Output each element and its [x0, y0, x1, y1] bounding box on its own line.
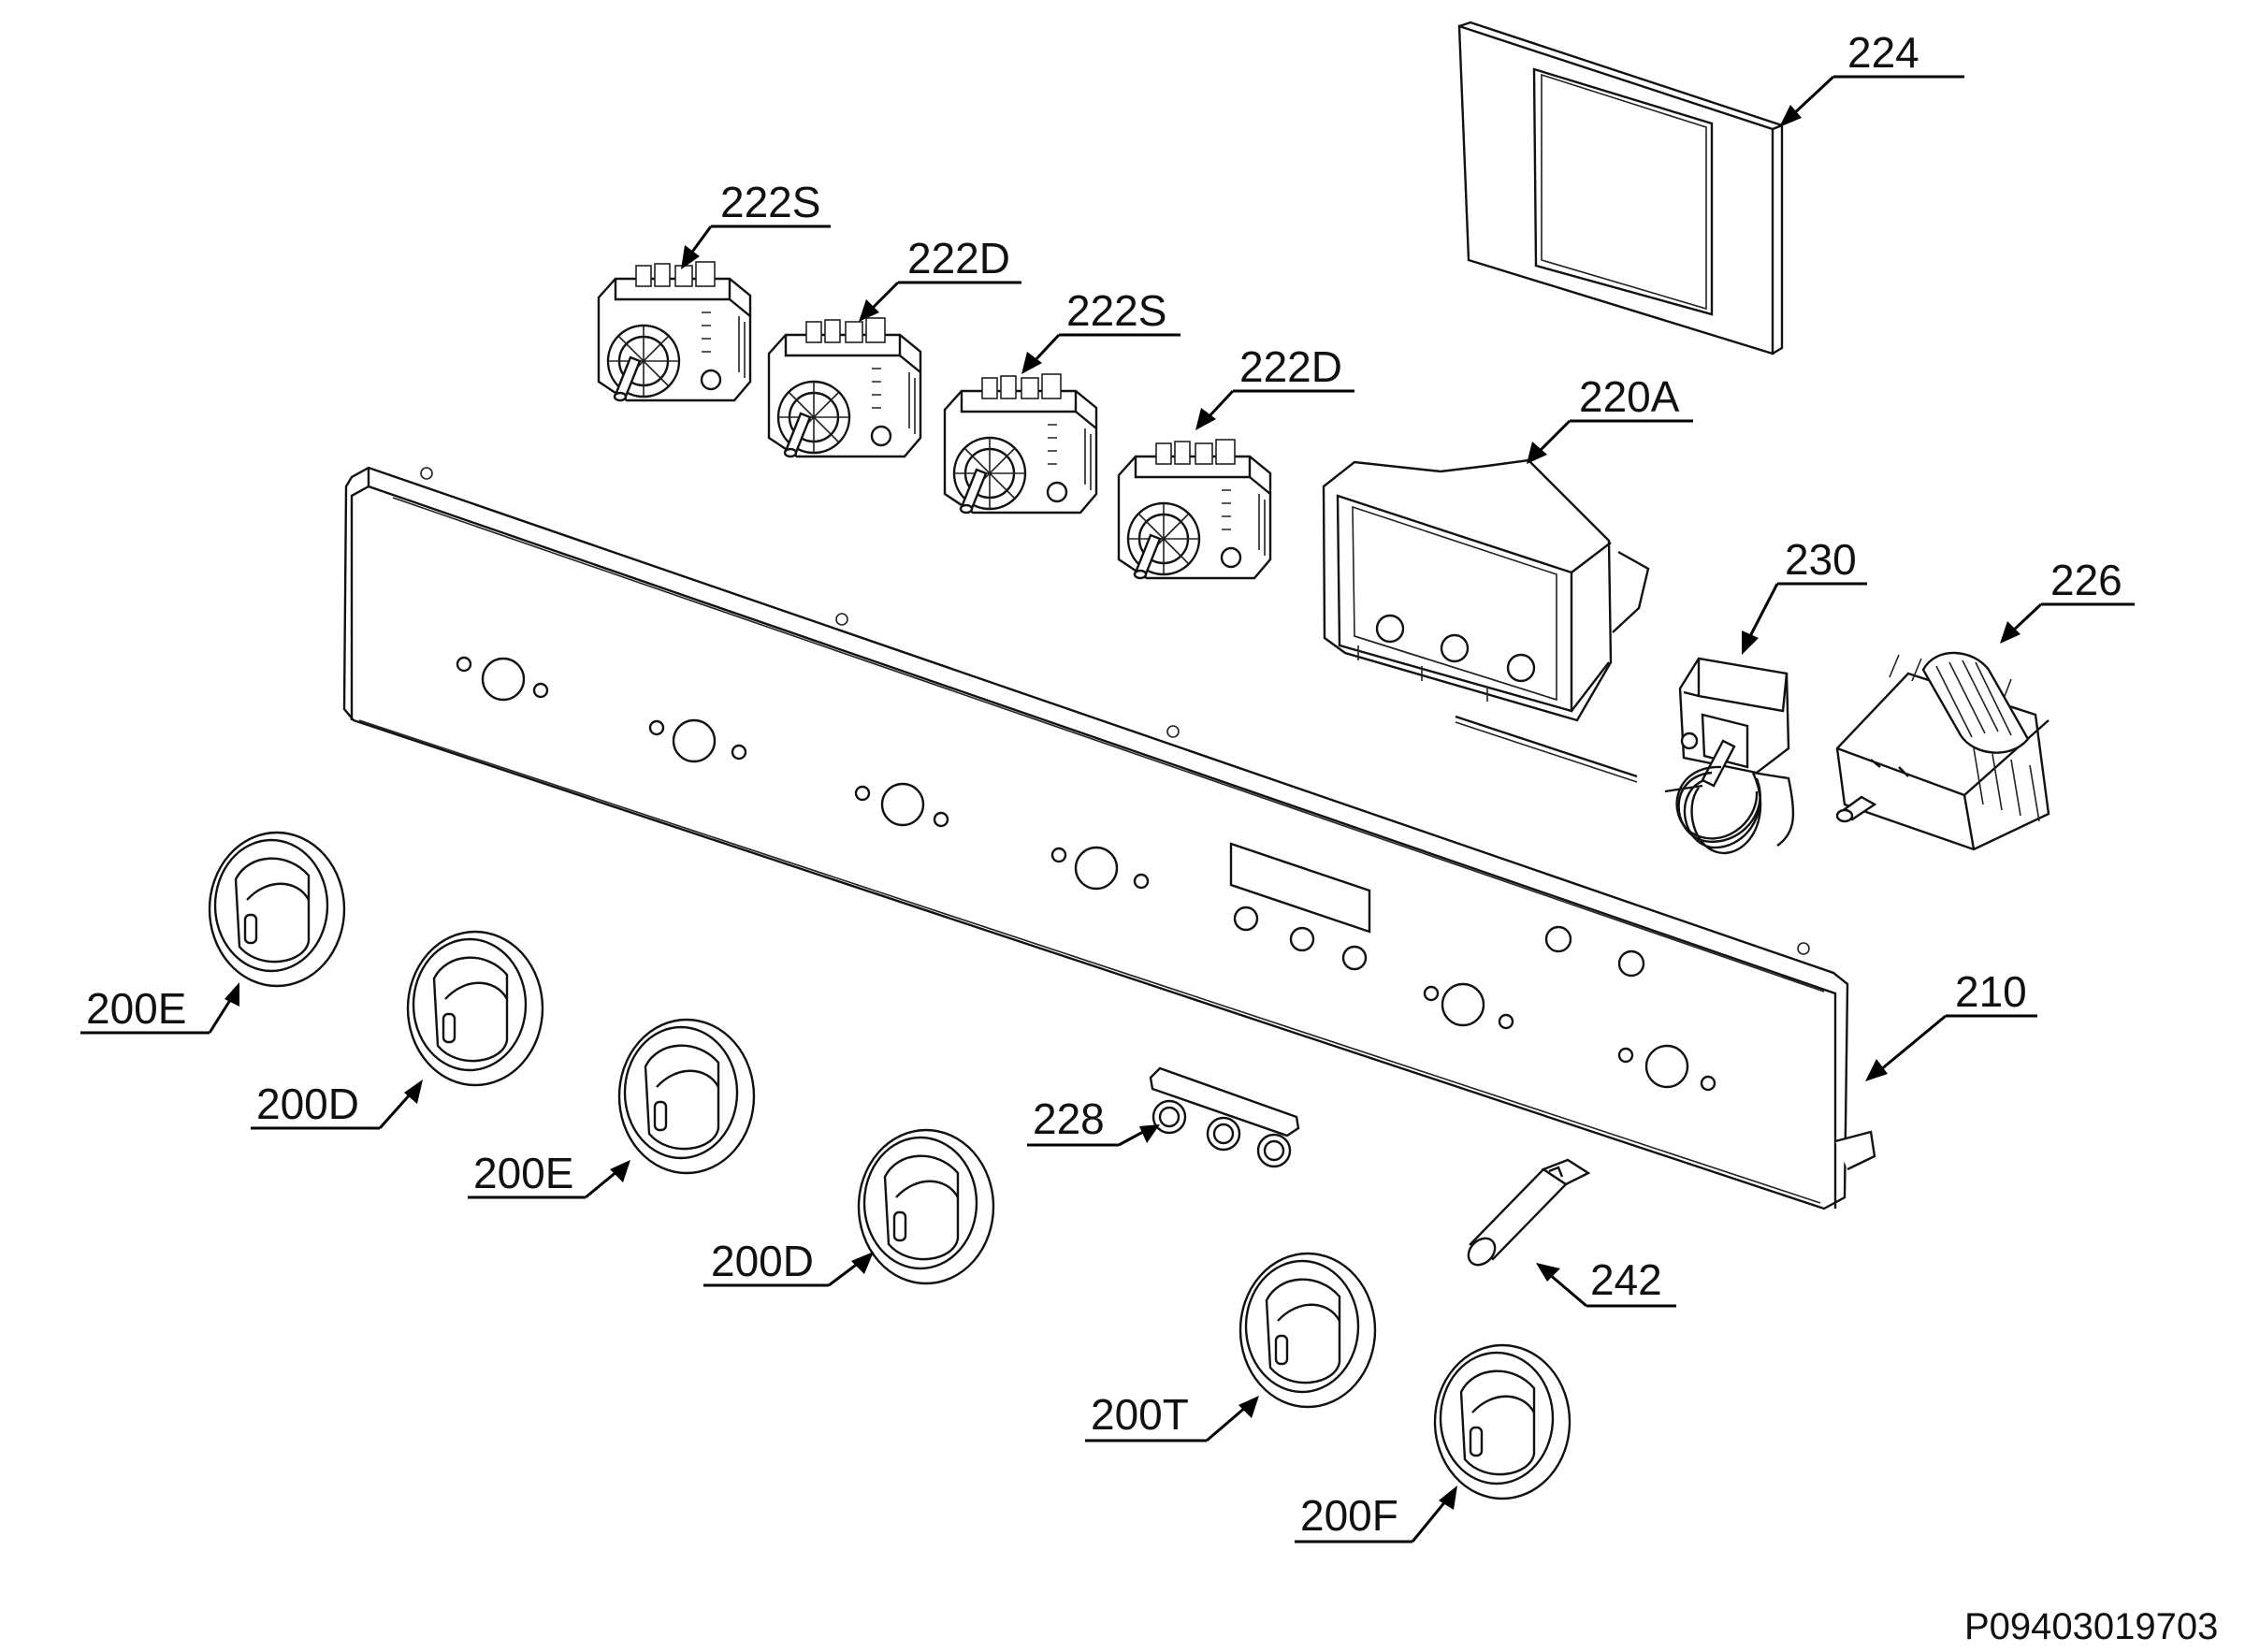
callout-200e-1: 200E — [80, 982, 239, 1035]
part-222s-switch-2 — [943, 372, 1098, 514]
part-200d-knob-2 — [857, 1128, 995, 1285]
callout-200f: 200F — [1295, 1485, 1457, 1543]
callout-200f-label: 200F — [1300, 1491, 1398, 1540]
callout-200t-label: 200T — [1091, 1390, 1189, 1439]
callout-200d-1: 200D — [251, 1080, 423, 1130]
callout-210: 210 — [1865, 967, 2037, 1081]
callout-228: 228 — [1027, 1094, 1160, 1147]
callout-222d-2: 222D — [1195, 342, 1354, 430]
callout-222s-2-label: 222S — [1066, 286, 1166, 335]
callout-222d-1-label: 222D — [907, 234, 1010, 283]
part-222d-switch-1 — [767, 316, 922, 458]
part-200e-knob-2 — [617, 1018, 756, 1175]
callout-226-label: 226 — [2050, 556, 2122, 604]
part-220a-display-housing — [1322, 458, 1650, 783]
callout-210-label: 210 — [1955, 967, 2027, 1016]
callout-242-label: 242 — [1590, 1255, 1662, 1304]
callout-222s-2: 222S — [1021, 286, 1180, 374]
callout-200d-2-label: 200D — [711, 1237, 814, 1285]
part-222s-switch-1 — [597, 260, 752, 402]
part-210-control-panel — [342, 466, 1876, 1210]
part-200d-knob-1 — [406, 930, 544, 1087]
callout-200d-1-label: 200D — [256, 1080, 359, 1128]
part-228-push-buttons — [1149, 1066, 1300, 1168]
callout-222s-1: 222S — [681, 178, 831, 269]
part-242-sleeve — [1467, 1158, 1591, 1267]
callout-226: 226 — [2000, 556, 2135, 644]
part-200e-knob-1 — [208, 831, 346, 988]
part-222d-switch-2 — [1117, 438, 1272, 580]
callout-220a: 220A — [1527, 372, 1693, 464]
callout-224: 224 — [1779, 28, 1964, 127]
callout-220a-label: 220A — [1579, 372, 1680, 421]
callout-230-label: 230 — [1785, 535, 1857, 584]
callout-200t: 200T — [1085, 1390, 1259, 1442]
part-200f-knob — [1433, 1343, 1572, 1500]
callout-200d-2: 200D — [703, 1237, 874, 1287]
callout-222d-2-label: 222D — [1239, 342, 1342, 391]
callout-200e-1-label: 200E — [86, 984, 186, 1033]
callout-222d-1: 222D — [859, 234, 1021, 322]
callout-222s-1-label: 222S — [720, 178, 820, 226]
part-226-selector-switch — [1835, 651, 2050, 851]
callout-224-label: 224 — [1847, 28, 1919, 77]
callout-242: 242 — [1536, 1255, 1676, 1308]
callout-200e-2-label: 200E — [473, 1149, 573, 1197]
part-224-display-frame — [1457, 21, 1784, 355]
part-200t-knob — [1238, 1252, 1377, 1409]
callout-200e-2: 200E — [468, 1149, 630, 1199]
part-230-thermostat — [1664, 657, 1795, 855]
drawing-code: P09403019703 — [1964, 1606, 2218, 1647]
callout-228-label: 228 — [1033, 1094, 1105, 1143]
callout-230: 230 — [1742, 535, 1867, 655]
